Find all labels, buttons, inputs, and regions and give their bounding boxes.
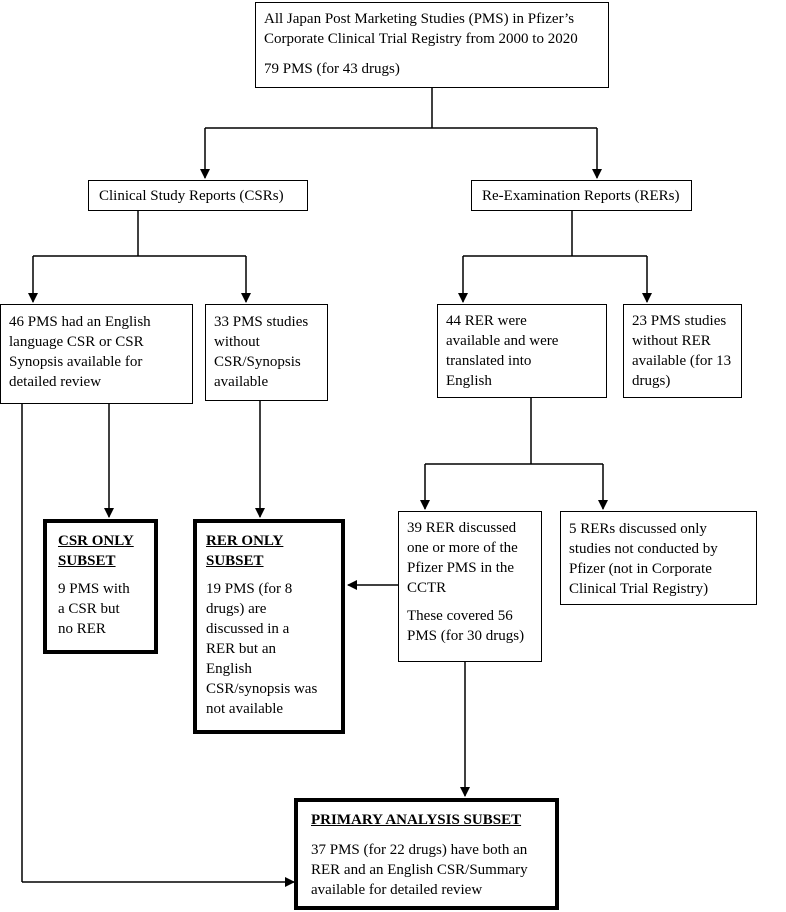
rer-only-line3: discussed in a [206,621,290,637]
rer-discussed-line2: one or more of the [407,540,518,556]
rer-available-line4: English [446,373,492,389]
csr-available-line1: 46 PMS had an English [9,314,151,330]
rer-other-box: 5 RERs discussed only studies not conduc… [560,511,757,605]
rer-discussed-box: 39 RER discussed one or more of the Pfiz… [398,511,542,662]
primary-line1: 37 PMS (for 22 drugs) have both an [311,842,528,858]
csr-only-line3: no RER [58,621,106,637]
rer-available-box: 44 RER were available and were translate… [437,304,607,398]
csr-available-line3: Synopsis available for [9,354,143,370]
rer-other-line2: studies not conducted by [569,541,718,557]
rer-available-line3: translated into [446,353,532,369]
rer-missing-line1: 23 PMS studies [632,313,727,329]
rer-missing-line3: available (for 13 [632,353,732,369]
csr-available-line4: detailed review [9,374,102,390]
rer-other-line4: Clinical Trial Registry) [569,581,709,597]
rer-only-line6: CSR/synopsis was [206,681,318,697]
rer-only-subset-box: RER ONLY SUBSET 19 PMS (for 8 drugs) are… [193,519,345,734]
rer-only-title1: RER ONLY [206,533,284,549]
csr-available-line2: language CSR or CSR [9,334,144,350]
csr-only-title1: CSR ONLY [58,533,134,549]
root-line1: All Japan Post Marketing Studies (PMS) i… [264,11,575,27]
rer-discussed-line4: CCTR [407,580,447,596]
csr-only-title2: SUBSET [58,553,116,569]
csr-only-line2: a CSR but [58,601,120,617]
root-count: 79 PMS (for 43 drugs) [264,61,400,77]
rer-discussed-line5: These covered 56 [407,608,513,624]
rer-other-line1: 5 RERs discussed only [569,521,707,537]
rer-box: Re-Examination Reports (RERs) [471,180,692,211]
csr-missing-line3: CSR/Synopsis [214,354,301,370]
rer-only-line1: 19 PMS (for 8 [206,581,293,597]
csr-missing-line2: without [214,334,260,350]
csr-missing-line4: available [214,374,269,390]
rer-only-line7: not available [206,701,284,717]
root-box: All Japan Post Marketing Studies (PMS) i… [255,2,609,88]
csr-box: Clinical Study Reports (CSRs) [88,180,308,211]
csr-only-line1: 9 PMS with [58,581,130,597]
rer-discussed-line3: Pfizer PMS in the [407,560,515,576]
rer-label: Re-Examination Reports (RERs) [482,188,680,204]
root-line2: Corporate Clinical Trial Registry from 2… [264,31,578,47]
primary-analysis-subset-box: PRIMARY ANALYSIS SUBSET 37 PMS (for 22 d… [294,798,559,910]
rer-available-line2: available and were [446,333,559,349]
rer-missing-box: 23 PMS studies without RER available (fo… [623,304,742,398]
primary-line2: RER and an English CSR/Summary [311,862,528,878]
rer-only-line5: English [206,661,252,677]
rer-only-line2: drugs) are [206,601,267,617]
csr-missing-box: 33 PMS studies without CSR/Synopsis avai… [205,304,328,401]
csr-only-subset-box: CSR ONLY SUBSET 9 PMS with a CSR but no … [43,519,158,654]
rer-discussed-line1: 39 RER discussed [407,520,517,536]
rer-only-line4: RER but an [206,641,276,657]
primary-title: PRIMARY ANALYSIS SUBSET [311,812,522,828]
rer-missing-line2: without RER [632,333,711,349]
rer-available-line1: 44 RER were [446,313,527,329]
rer-discussed-line6: PMS (for 30 drugs) [407,628,525,644]
rer-only-title2: SUBSET [206,553,264,569]
csr-missing-line1: 33 PMS studies [214,314,309,330]
rer-other-line3: Pfizer (not in Corporate [569,561,712,577]
primary-line3: available for detailed review [311,882,483,898]
csr-available-box: 46 PMS had an English language CSR or CS… [0,304,193,404]
rer-missing-line4: drugs) [632,373,671,389]
csr-label: Clinical Study Reports (CSRs) [99,188,284,204]
